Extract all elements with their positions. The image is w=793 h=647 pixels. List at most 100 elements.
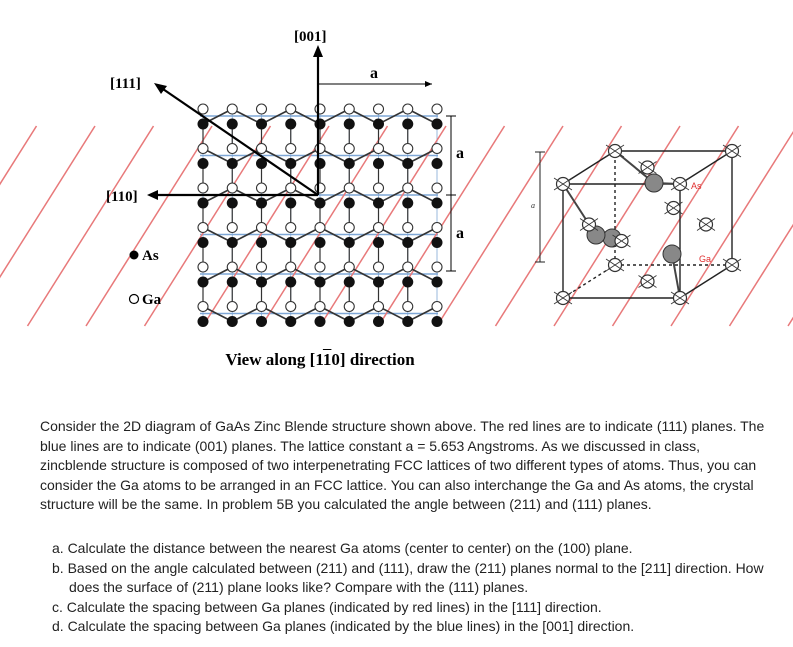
figure: [001] [111] [110] a a a As Ga a As Ga Vi…	[0, 29, 793, 370]
as-atom	[373, 276, 384, 288]
cube-ga-spike	[696, 218, 716, 231]
ga-atom	[431, 103, 443, 115]
cube-ga-spike	[722, 258, 742, 272]
caption-overline: 1	[322, 350, 332, 369]
red-plane-line	[85, 125, 213, 327]
ga-atom	[255, 221, 268, 234]
crystal-figure: [001] [111] [110] a a a As Ga a As Ga	[0, 29, 793, 327]
ga-atom	[255, 142, 268, 155]
as-atom	[402, 197, 414, 209]
as-atom	[197, 158, 209, 169]
ga-atom	[431, 261, 443, 273]
as-atom	[343, 197, 355, 209]
as-atom	[285, 237, 297, 248]
red-plane-line	[611, 125, 740, 327]
ga-atom	[314, 103, 326, 115]
as-atom	[314, 118, 326, 130]
as-atom	[285, 197, 297, 209]
as-atom	[402, 316, 414, 327]
ga-atom	[402, 300, 414, 313]
as-atom	[256, 237, 267, 248]
as-atom	[431, 118, 443, 130]
ga-atom	[372, 221, 385, 234]
ga-atom	[431, 300, 443, 313]
as-atom	[226, 158, 238, 169]
ga-atom	[314, 261, 326, 273]
ga-atom	[343, 221, 355, 234]
ga-atom	[402, 182, 414, 194]
as-atom	[285, 118, 297, 130]
as-atom	[431, 197, 443, 209]
cube-ga-spike	[553, 177, 573, 191]
as-atom	[343, 316, 355, 327]
as-atom	[373, 197, 384, 209]
as-atom	[314, 197, 326, 209]
lattice-2d	[0, 103, 793, 327]
as-atom	[197, 197, 209, 209]
as-atom	[197, 237, 209, 248]
red-plane-line	[494, 125, 623, 327]
as-atom	[314, 276, 326, 288]
ga-atom	[431, 182, 443, 194]
cube-ga-spike	[605, 144, 625, 158]
ga-atom	[402, 103, 414, 115]
ga-atom	[197, 182, 209, 194]
ga-atom	[197, 221, 209, 234]
cube-ga-spike	[670, 177, 690, 191]
label-dir-001: [001]	[294, 29, 327, 45]
cube-ga-spike	[579, 218, 599, 231]
as-atom	[256, 316, 267, 327]
as-atom	[431, 316, 443, 327]
legend-as-dot	[129, 250, 139, 260]
cube-ga-spike	[670, 291, 690, 305]
ga-atom	[314, 182, 326, 194]
ga-atom	[343, 182, 355, 194]
red-plane-line	[553, 125, 681, 327]
figure-caption: View along [110] direction	[150, 350, 490, 370]
red-plane-line	[436, 125, 564, 327]
as-atom	[226, 197, 238, 209]
ga-atom	[226, 221, 238, 234]
as-atom	[285, 316, 297, 327]
as-atom	[343, 118, 355, 130]
ga-atom	[285, 221, 297, 234]
label-a-right-1: a	[456, 145, 464, 162]
question-a: a. Calculate the distance between the ne…	[52, 540, 633, 556]
red-plane-line	[26, 125, 155, 327]
ga-atom	[226, 300, 238, 313]
question-c: c. Calculate the spacing between Ga plan…	[52, 598, 602, 615]
as-atom	[402, 118, 414, 130]
ga-atom	[372, 182, 385, 194]
ga-atom	[372, 261, 385, 273]
as-atom	[314, 316, 326, 327]
legend-as-label: As	[142, 248, 159, 264]
ga-atom	[255, 103, 268, 115]
ga-atom	[226, 261, 238, 273]
cube-a-label: a	[531, 201, 535, 210]
cube-ga-spike	[722, 144, 742, 158]
question-b: b. Based on the angle calculated between…	[52, 559, 764, 596]
label-a-right-2: a	[456, 225, 464, 242]
red-plane-line	[0, 125, 38, 186]
cube-ga-spike	[638, 275, 657, 288]
as-atom	[373, 158, 384, 169]
ga-atom	[314, 221, 326, 234]
ga-atom	[197, 261, 209, 273]
ga-atom	[285, 182, 297, 194]
ga-atom	[285, 261, 297, 273]
ga-atom	[343, 142, 355, 155]
as-atom	[197, 118, 209, 130]
cube-ga-spike	[605, 258, 625, 272]
arrow-001-head	[313, 45, 323, 57]
ga-atom	[197, 300, 209, 313]
legend-ga-dot	[128, 293, 140, 305]
ga-atom	[314, 142, 326, 155]
as-atom	[431, 276, 443, 288]
ga-atom	[372, 300, 385, 313]
ga-atom	[285, 103, 297, 115]
label-dir-111: [111]	[110, 76, 141, 92]
unit-cell-3d	[535, 143, 742, 306]
ga-atom	[343, 103, 355, 115]
ga-atom	[314, 300, 326, 313]
ga-atom	[285, 300, 297, 313]
